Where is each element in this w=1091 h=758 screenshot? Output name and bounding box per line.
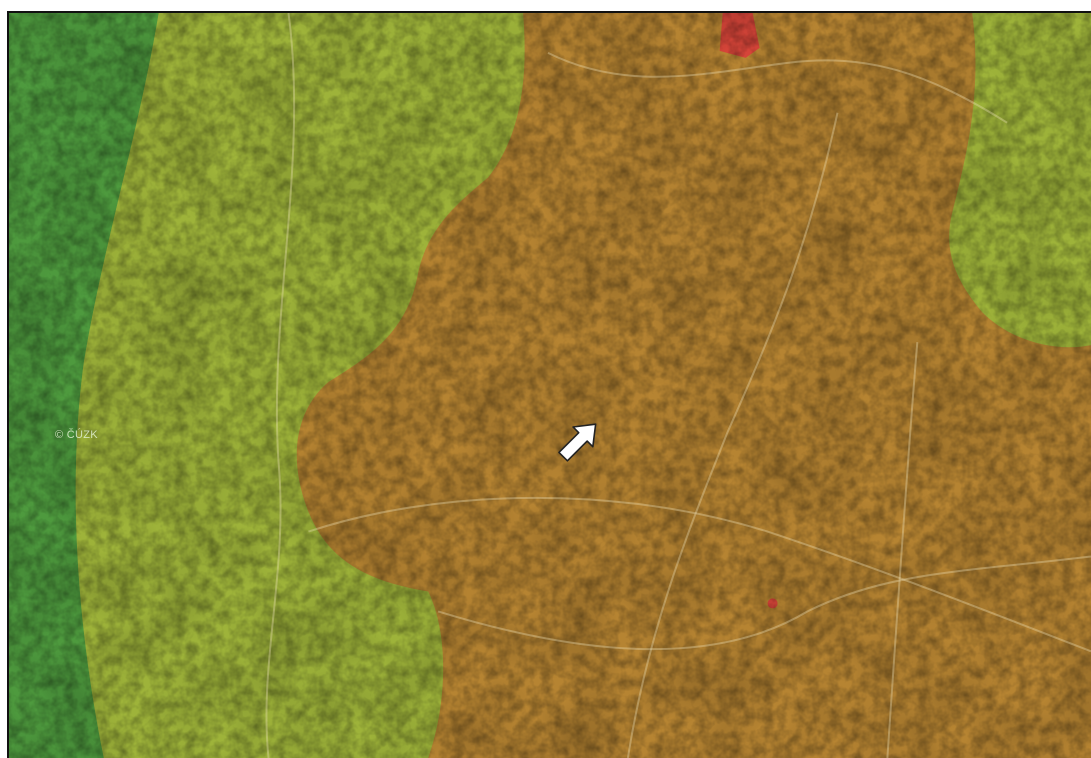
- aerial-texture-coarse: [9, 13, 1091, 758]
- copyright-label: © ČÚZK: [55, 429, 98, 441]
- map-view[interactable]: © ČÚZK: [7, 11, 1091, 758]
- road-network: [265, 13, 1091, 758]
- map-canvas[interactable]: [9, 13, 1091, 758]
- arrow-icon[interactable]: [553, 414, 605, 466]
